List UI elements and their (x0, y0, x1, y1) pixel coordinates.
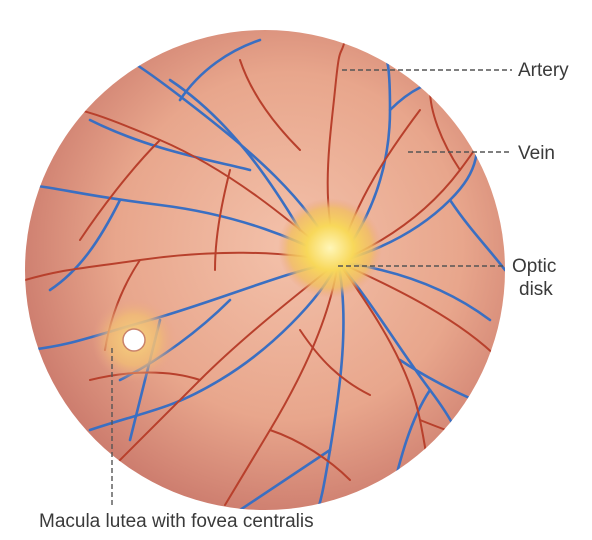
optic-disk (278, 198, 382, 298)
artery-label: Artery (518, 60, 569, 81)
optic-disk-label-line1: Optic (512, 256, 556, 277)
optic-disk-label-line2: disk (519, 279, 553, 300)
vein-label: Vein (518, 143, 555, 164)
macula-label: Macula lutea with fovea centralis (39, 511, 314, 532)
fovea-centralis (123, 329, 145, 351)
